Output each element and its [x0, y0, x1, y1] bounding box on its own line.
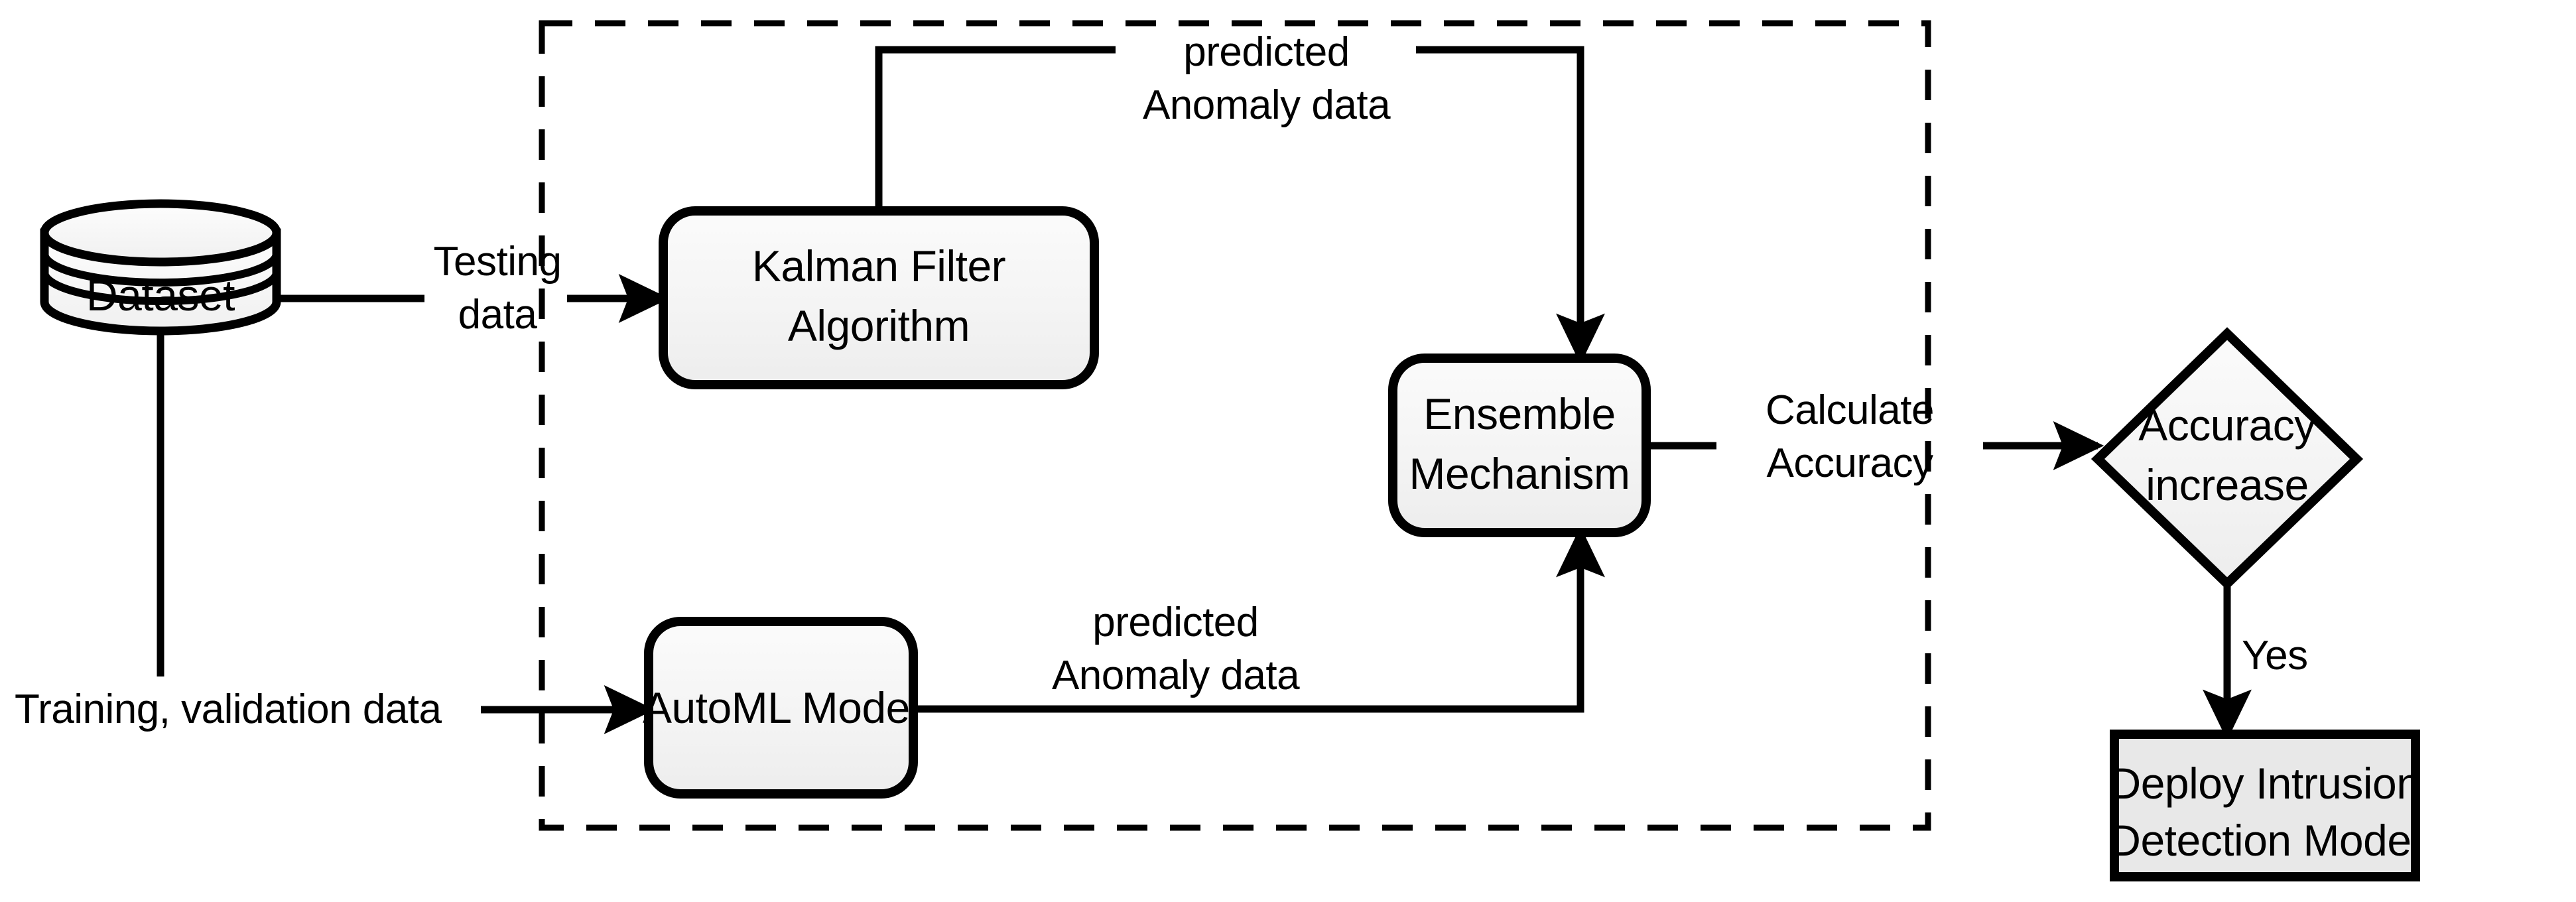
edge-label-predicted-top-line2: Anomaly data [1142, 82, 1391, 128]
edge-automl-to-ensemble [913, 526, 1605, 713]
automl-model-node[interactable] [644, 617, 918, 799]
edge-label-testing-data-line1: Testing [433, 239, 562, 285]
deploy-model-node[interactable] [2110, 730, 2420, 881]
edge-label-training-validation-data: Training, validation data [15, 686, 442, 732]
kalman-filter-node[interactable] [659, 206, 1099, 389]
edge-label-calculate-accuracy-line1: Calculate [1766, 387, 1934, 433]
dataset-node[interactable] [40, 199, 281, 336]
edge-label-testing-data-line2: data [458, 292, 537, 338]
edge-label-calculate-accuracy-line2: Accuracy [1766, 440, 1933, 486]
edge-kalman-right-down [1416, 46, 1605, 365]
edge-kalman-up-left [875, 46, 1116, 211]
edge-label-predicted-bottom-line2: Anomaly data [1051, 653, 1300, 698]
edge-label-yes: Yes [2242, 633, 2308, 678]
ensemble-mechanism-node[interactable] [1388, 354, 1651, 537]
edge-label-predicted-bottom-line1: predicted [1092, 600, 1259, 645]
hybrid-model-group-border [539, 20, 1931, 831]
edge-label-predicted-top-line1: predicted [1183, 29, 1350, 75]
accuracy-increase-decision[interactable] [2091, 327, 2364, 590]
